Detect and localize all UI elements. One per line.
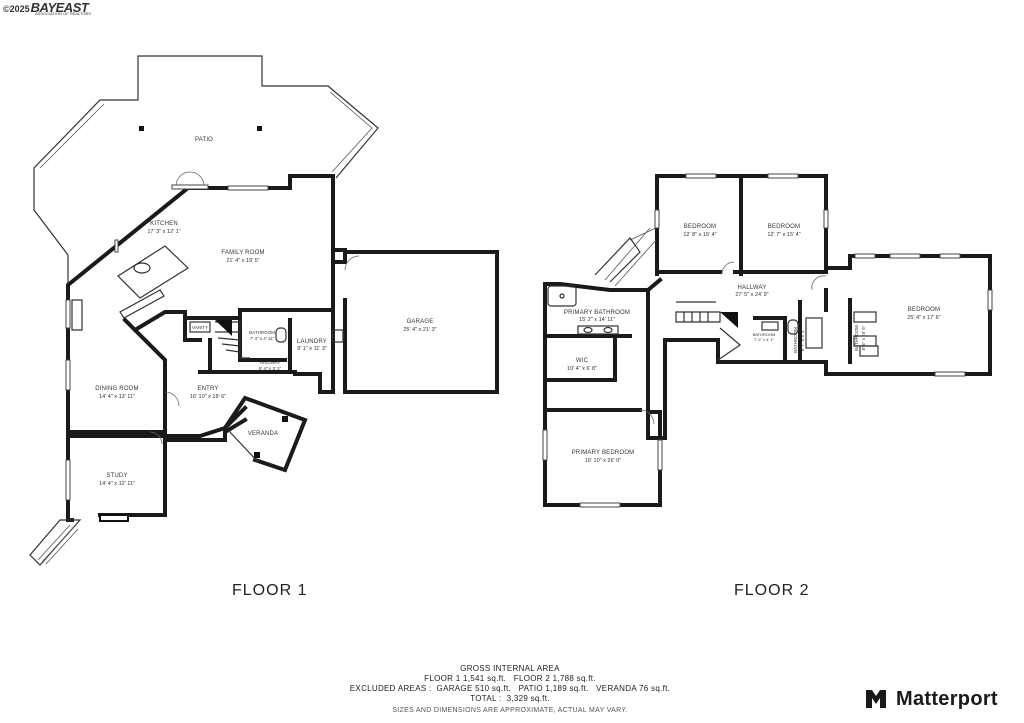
room-dims: 15' 2" x 14' 11" [579, 317, 615, 323]
floor2-plan [542, 173, 993, 508]
room-dims: 12' 8" x 15' 4" [683, 232, 716, 238]
room-dims: 7' 2" x 4' 1" [754, 337, 774, 342]
watermark-year: ©2025 [3, 4, 30, 14]
room-label: BATHROOM [753, 332, 776, 337]
room-label: LAUNDRY [297, 339, 327, 345]
floor1-title: FLOOR 1 [232, 582, 308, 599]
room-dims: 6' 7" x 4' 4" [800, 329, 805, 352]
room-label: BEDROOM [908, 307, 940, 313]
floor2-exterior-wall [646, 174, 992, 440]
area-total: TOTAL : 3,329 sq.ft. [470, 694, 550, 703]
watermark-tagline: ASSOCIATION OF REALTORS [35, 11, 92, 16]
area-excluded: EXCLUDED AREAS : GARAGE 510 sq.ft. PATIO… [349, 684, 671, 693]
matterport-name: Matterport [896, 687, 998, 710]
room-dims: 9' 4" x 3' 1" [259, 366, 282, 371]
room-label: BATHROOM [793, 327, 798, 353]
room-dims: 9' 1" x 11' 3" [297, 346, 327, 352]
matterport-brand: Matterport [864, 686, 998, 712]
patio-post [139, 126, 144, 131]
garage-wall [343, 250, 499, 394]
room-dims: 12' 7" x 15' 4" [767, 232, 800, 238]
room-dims: 10' 4" x 6' 8" [567, 366, 597, 372]
room-dims: 17' 3" x 12' 1" [147, 229, 180, 235]
room-label: PRIMARY BEDROOM [572, 450, 635, 456]
room-label: STUDY [106, 473, 127, 479]
watermark: ©2025BAYEAST ASSOCIATION OF REALTORS [3, 0, 92, 16]
floor1-plan [29, 55, 499, 566]
room-label: GARAGE [407, 319, 434, 325]
veranda-wall [222, 395, 308, 473]
area-disclaimer: SIZES AND DIMENSIONS ARE APPROXIMATE, AC… [392, 707, 628, 714]
kitchen-island [117, 245, 189, 299]
room-dims: 14' 4" x 12' 11" [99, 481, 135, 487]
room-dims: 8' 6" x 10' 6" [861, 325, 866, 350]
room-label: HALLWAY [260, 360, 281, 365]
bathtub [547, 285, 577, 307]
floor1-stairs [215, 321, 250, 359]
patio-post [257, 126, 262, 131]
floor2-labels: BEDROOM 12' 8" x 15' 4" BEDROOM 12' 7" x… [564, 224, 941, 464]
room-dims: 25' 4" x 17' 6" [907, 315, 940, 321]
room-label: PATIO [195, 137, 213, 143]
room-label: WIC [576, 358, 589, 364]
room-dims: 16' 10" x 18' 6" [190, 394, 226, 400]
room-label: HALLWAY [738, 285, 767, 291]
room-dims: 25' 4" x 21' 3" [403, 327, 436, 333]
room-label: BEDROOM [684, 224, 716, 230]
floor2-stairs [675, 301, 721, 323]
room-label: BATHROOM [854, 325, 859, 351]
room-dims: 27' 5" x 24' 9" [735, 292, 768, 298]
room-label: BATHROOM [249, 330, 275, 335]
room-dims: 21' 4" x 19' 5" [226, 258, 259, 264]
floor2-title: FLOOR 2 [734, 582, 810, 599]
patio-outline [33, 55, 379, 288]
room-dims: 14' 4" x 13' 11" [99, 394, 135, 400]
floor1-labels: PATIO KITCHEN 17' 3" x 12' 1" FAMILY ROO… [95, 137, 436, 487]
room-label: BEDROOM [768, 224, 800, 230]
primary-suite-wall [543, 282, 662, 507]
room-label: FAMILY ROOM [221, 250, 264, 256]
room-label: KITCHEN [150, 221, 178, 227]
room-label: ENTRY [197, 386, 218, 392]
watermark-brand: BAYEAST [30, 0, 89, 15]
matterport-logo-icon [864, 687, 888, 711]
room-label: PRIMARY BATHROOM [564, 310, 630, 316]
room-dims: 7' 4" x 4' 11" [250, 336, 275, 341]
room-label: DINING ROOM [95, 386, 139, 392]
area-floors: FLOOR 1 1,541 sq.ft. FLOOR 2 1,788 sq.ft… [424, 674, 596, 683]
room-label: VANITY [192, 325, 208, 330]
room-label: VERANDA [248, 431, 278, 437]
room-dims: 16' 10" x 26' 0" [585, 458, 621, 464]
area-heading: GROSS INTERNAL AREA [460, 664, 560, 673]
